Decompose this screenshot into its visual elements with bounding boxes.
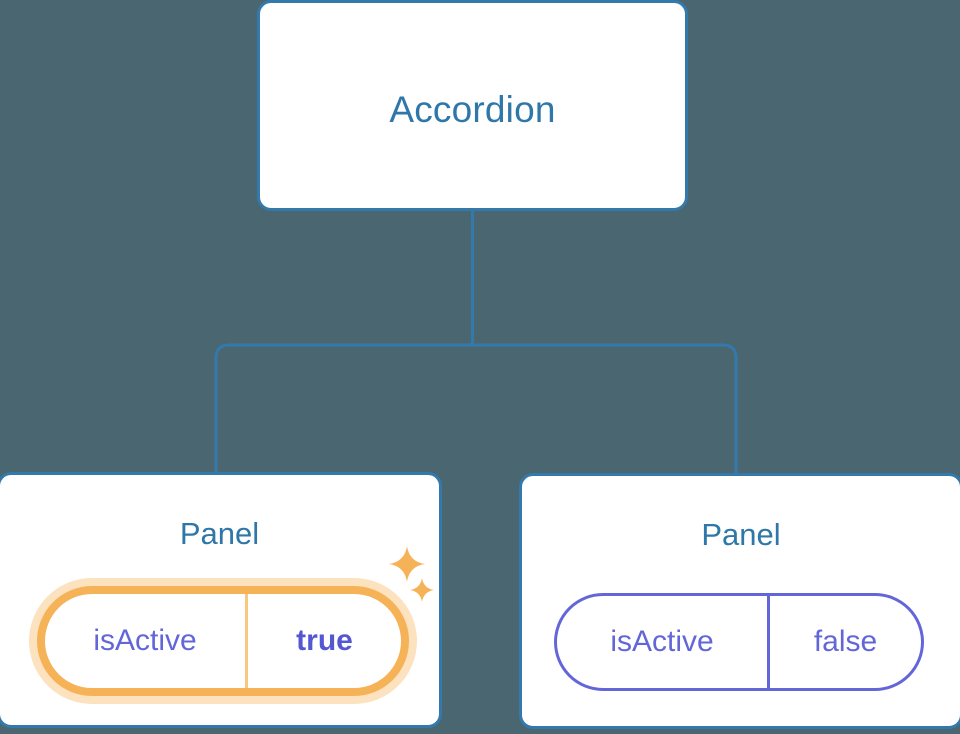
prop-pill-panel-1[interactable]: isActive false [554,593,924,691]
prop-key-panel-0: isActive [45,594,248,688]
node-accordion-label: Accordion [389,89,556,130]
prop-pill-panel-0[interactable]: isActive true [37,586,409,696]
prop-key-panel-1: isActive [557,596,770,688]
prop-value-panel-0: true [296,624,353,657]
edge-root-to-panel-0 [214,343,474,476]
node-accordion[interactable]: Accordion [257,0,688,211]
edge-root-to-panel-1 [471,343,738,476]
prop-value-panel-1: false [813,625,878,658]
node-panel-0-label: Panel [179,516,260,551]
node-panel-1-label: Panel [701,517,781,552]
